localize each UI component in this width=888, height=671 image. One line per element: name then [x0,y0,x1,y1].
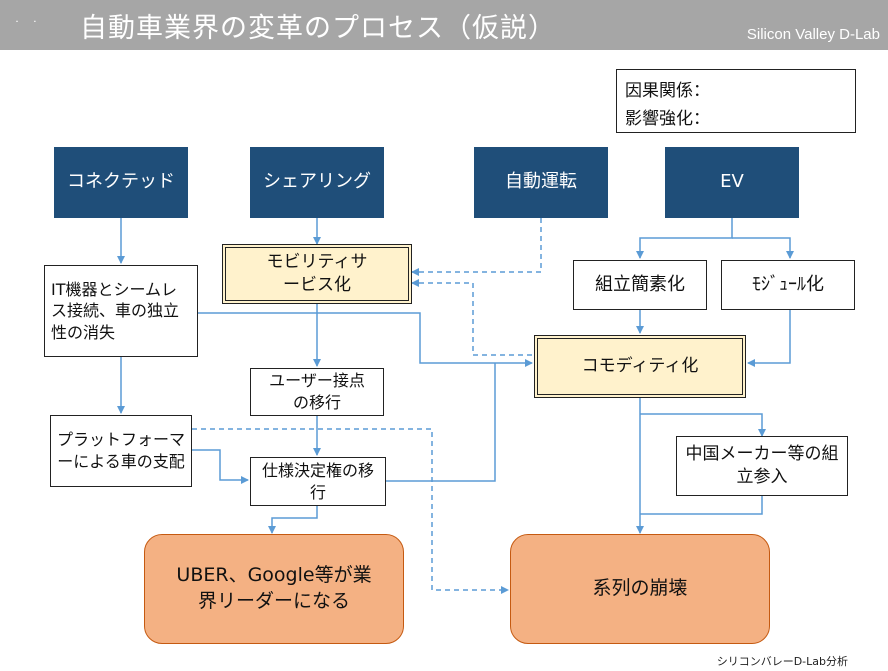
node-user-touchpoint: ユーザー接点の移行 [250,368,384,416]
dashed-platformer-to-keiretsu [192,428,509,594]
brand-label: Silicon Valley D-Lab [746,26,880,43]
page-title: 自動車業界の変革のプロセス（仮説） [80,13,556,44]
node-platformer: プラットフォーマーによる車の支配 [50,415,192,487]
arrow-spec-to-commodity [386,363,496,482]
node-assembly-simplification: 組立簡素化 [573,260,707,310]
node-spec-authority: 仕様決定権の移行 [250,457,386,506]
arrow-ev-to-module [732,237,794,259]
node-keiretsu-collapse: 系列の崩壊 [510,534,770,644]
node-uber-google: UBER、Google等が業界リーダーになる [144,534,404,644]
node-connected: コネクテッド [54,147,188,218]
node-china-entry: 中国メーカー等の組立参入 [676,436,848,496]
node-commoditization: コモディティ化 [534,335,746,398]
legend-causal-label: 因果関係： [625,81,710,101]
footer-credit: シリコンバレーD-Lab分析 [716,655,848,668]
node-autonomous: 自動運転 [474,147,608,218]
arrow-china-to-keiretsu [640,496,763,515]
header-bar: ˙ ˙ 自動車業界の変革のプロセス（仮説） Silicon Valley D-L… [0,0,888,50]
arrow-commodity-to-china [640,413,766,437]
node-modularization: ﾓｼﾞｭｰﾙ化 [721,260,855,310]
node-mobility-service: モビリティサービス化 [222,244,412,304]
node-ev: EV [665,147,799,218]
node-it-integration: IT機器とシームレス接続、車の独立性の消失 [44,265,198,357]
legend: 因果関係： 影響強化： [616,69,856,133]
node-sharing: シェアリング [250,147,384,218]
arrow-module-to-commodity [747,310,791,367]
header-decoration: ˙ ˙ [14,19,42,33]
legend-reinforce-label: 影響強化： [625,109,710,129]
arrow-platformer-to-spec [192,449,249,484]
dashed-autonomous-to-mobility [411,218,542,276]
arrow-it-to-commodity [198,312,533,367]
dashed-commodity-to-mobility [411,279,532,356]
arrow-spec-to-uber [268,506,318,534]
arrow-ev-to-assembly [636,218,733,259]
